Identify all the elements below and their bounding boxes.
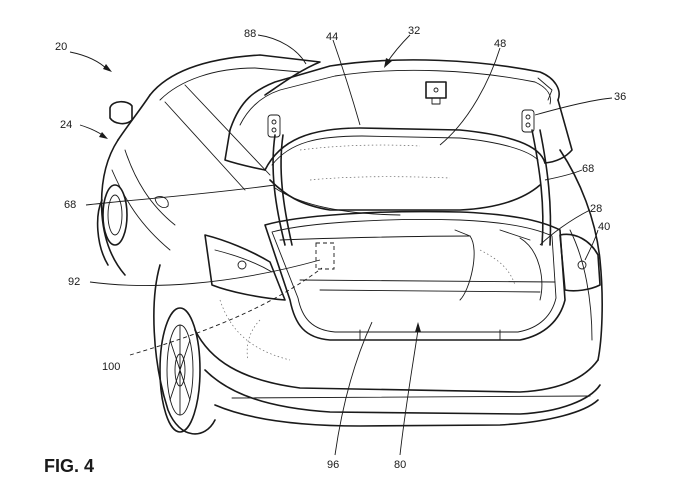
ref-28: 28 <box>590 203 602 215</box>
ref-32: 32 <box>408 25 420 37</box>
shading <box>219 144 516 361</box>
ref-40: 40 <box>598 221 610 233</box>
ref-96: 96 <box>327 459 339 471</box>
leader-lines <box>69 34 613 456</box>
reference-numerals: 20 24 88 44 32 48 36 68 68 28 40 92 100 … <box>55 25 626 471</box>
ref-48: 48 <box>494 38 506 50</box>
ref-68-left: 68 <box>64 199 76 211</box>
ref-88: 88 <box>244 28 256 40</box>
ref-92: 92 <box>68 276 80 288</box>
tail-lights <box>204 233 601 301</box>
ref-44: 44 <box>326 31 338 43</box>
ref-80: 80 <box>394 459 406 471</box>
figure-label: FIG. 4 <box>44 456 94 476</box>
ref-20: 20 <box>55 41 67 53</box>
ref-100: 100 <box>102 361 120 373</box>
trunk-opening <box>264 210 566 341</box>
ref-68-right: 68 <box>582 163 594 175</box>
hinges <box>272 129 552 246</box>
car-body <box>96 54 603 435</box>
ref-36: 36 <box>614 91 626 103</box>
ref-24: 24 <box>60 119 72 131</box>
trunk-lid <box>224 59 573 216</box>
